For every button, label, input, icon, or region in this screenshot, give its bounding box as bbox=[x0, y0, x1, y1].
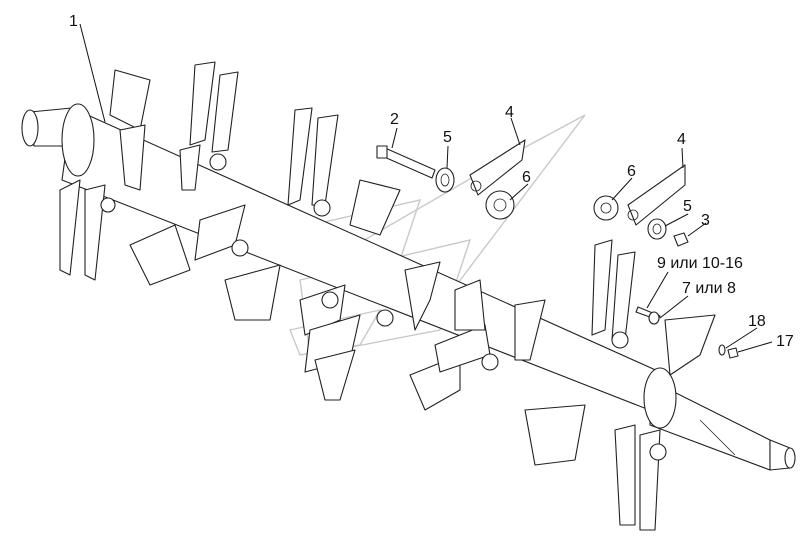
callout-17: 17 bbox=[776, 333, 794, 350]
blade-group-5 bbox=[454, 239, 636, 361]
blade-group-6 bbox=[524, 314, 716, 531]
blade-group-1 bbox=[59, 69, 151, 281]
bolt-2 bbox=[376, 145, 436, 179]
nut-17 bbox=[727, 347, 739, 359]
callout-4a: 4 bbox=[505, 104, 514, 121]
callout-labels: 1 2 5 4 6 6 4 5 3 9 или 10-16 7 или 8 18… bbox=[69, 13, 794, 350]
callout-5b: 5 bbox=[683, 198, 692, 215]
bearing-6-left bbox=[485, 190, 515, 220]
callout-18: 18 bbox=[748, 313, 766, 330]
callout-2: 2 bbox=[390, 111, 399, 128]
bushing-5-right bbox=[647, 218, 667, 240]
callout-6b: 6 bbox=[627, 163, 636, 180]
callout-5a: 5 bbox=[443, 129, 452, 146]
callout-4b: 4 bbox=[677, 131, 686, 148]
bearing-6-right bbox=[593, 195, 619, 221]
blade-4-right bbox=[627, 164, 686, 226]
callout-1: 1 bbox=[69, 13, 78, 30]
nut-3 bbox=[673, 232, 689, 247]
callout-3: 3 bbox=[701, 212, 710, 229]
blade-group-2 bbox=[129, 61, 249, 286]
bushing-5-left bbox=[435, 167, 455, 193]
callout-7: 7 или 8 bbox=[682, 280, 736, 297]
blade-group-4 bbox=[304, 261, 499, 411]
blade-4-left bbox=[469, 139, 526, 196]
callout-6a: 6 bbox=[522, 169, 531, 186]
blade-group-3 bbox=[224, 107, 401, 336]
spacer-7 bbox=[648, 311, 660, 325]
washer-18 bbox=[718, 344, 726, 356]
leader-lines bbox=[79, 23, 773, 353]
callout-9: 9 или 10-16 bbox=[657, 255, 743, 272]
